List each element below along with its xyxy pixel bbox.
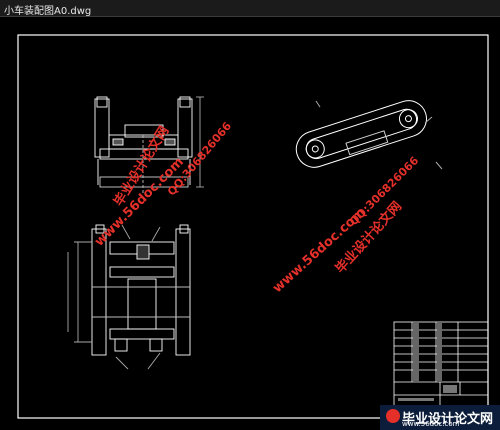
- plan-view-assembly: [67, 224, 191, 370]
- title-block: [393, 321, 489, 419]
- side-view-assembly: [295, 100, 443, 170]
- cad-drawing: [17, 34, 489, 419]
- drawing-canvas[interactable]: 毕业设计论文网 www.56doc.com QQ:306826066 www.5…: [0, 17, 500, 430]
- site-logo: 毕业设计论文网: [380, 405, 500, 430]
- document-title: 小车装配图A0.dwg: [4, 6, 92, 17]
- logo-mark-icon: [386, 409, 400, 423]
- logo-url: www.56doc.com: [402, 420, 460, 428]
- drawing-border: [17, 34, 489, 419]
- top-view-assembly: [94, 96, 204, 195]
- logo-text: 毕业设计论文网: [402, 412, 494, 427]
- title-bar: 小车装配图A0.dwg: [0, 0, 500, 17]
